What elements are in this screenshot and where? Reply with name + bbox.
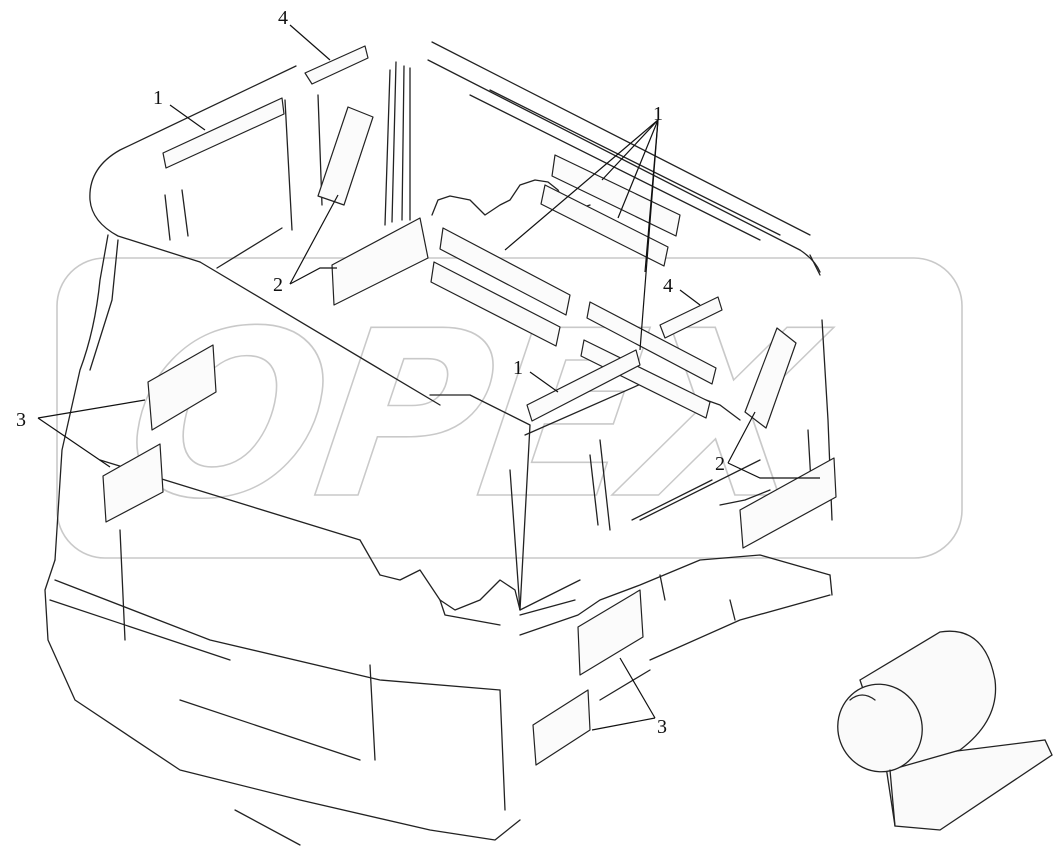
callout-2-right: 2 xyxy=(715,453,725,475)
leader-lines xyxy=(37,24,820,731)
pad-1-mid-a xyxy=(439,227,571,316)
callout-3-bottom: 3 xyxy=(657,716,667,738)
callout-1-top-left: 1 xyxy=(153,87,163,109)
insulation-roll-icon xyxy=(837,630,1053,831)
watermark-frame xyxy=(56,257,963,559)
callout-labels: 1 4 2 1 4 1 2 3 3 xyxy=(16,7,725,738)
insulation-pads xyxy=(102,45,837,766)
pad-1-right-a xyxy=(586,301,717,385)
pad-3-bottom-upper xyxy=(577,589,644,676)
callout-1-center: 1 xyxy=(513,357,523,379)
pad-2-right-tall xyxy=(744,327,797,429)
pad-3-bottom-lower xyxy=(532,689,591,766)
pad-1-top-left xyxy=(162,97,285,169)
pad-1-mid-b xyxy=(430,261,561,347)
pad-3-left-lower xyxy=(102,443,164,523)
pad-2-left xyxy=(331,217,429,306)
pad-2-tall xyxy=(317,106,374,206)
pad-3-left-upper xyxy=(147,344,217,431)
callout-4-right: 4 xyxy=(663,275,673,297)
watermark-text: OPEX xyxy=(113,281,841,550)
cab-outline xyxy=(44,41,833,846)
callout-2-left: 2 xyxy=(273,274,283,296)
pad-2-right-lower xyxy=(739,457,837,549)
pad-1-upper-a xyxy=(551,154,681,237)
callout-4-top: 4 xyxy=(278,7,288,29)
callout-3-left: 3 xyxy=(16,409,26,431)
pad-4-top xyxy=(304,45,369,85)
pad-1-upper-b xyxy=(540,184,669,267)
pad-4-right xyxy=(659,296,723,339)
pad-1-center xyxy=(526,349,641,422)
callout-1-top-right: 1 xyxy=(653,103,663,125)
pad-1-right-b xyxy=(580,339,711,419)
